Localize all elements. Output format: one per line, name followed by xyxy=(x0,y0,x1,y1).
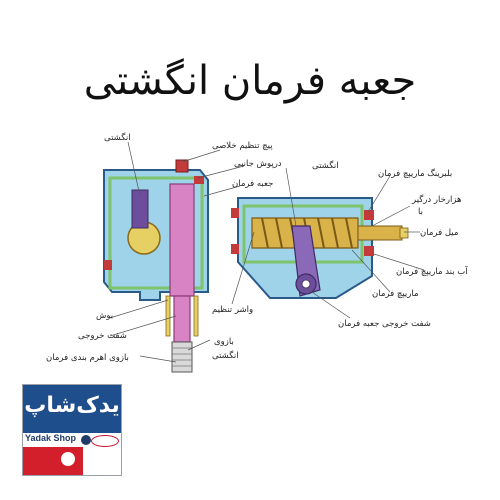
right-section-view xyxy=(231,197,409,299)
label-finger: انگشتی xyxy=(104,132,131,143)
label-spline: هزارخار درگیر xyxy=(411,194,461,205)
hyundai-icon xyxy=(81,435,91,445)
page-title: جعبه فرمان انگشتی xyxy=(83,58,417,104)
label-finger-3: انگشتی xyxy=(212,350,239,361)
kia-icon xyxy=(91,435,119,447)
splined-end xyxy=(171,341,193,373)
label-worm-seal: آب بند ماریپچ فرمان xyxy=(396,265,468,277)
bush xyxy=(165,295,171,337)
label-adjust-washer: واشر تنظیم xyxy=(212,305,253,315)
brand-logo: یدک‌شاپ Yadak Shop xyxy=(22,384,122,476)
pitman-arm xyxy=(291,225,321,297)
logo-dot-icon xyxy=(61,452,75,466)
label-adjust-screw: پیچ تنظیم خلاصی xyxy=(212,141,273,151)
label-output-shaft-box: شفت خروجی جعبه فرمان xyxy=(338,319,431,329)
label-bush: بوش xyxy=(96,311,113,321)
adjusting-screw xyxy=(175,159,189,173)
label-worm: ماریپچ فرمان xyxy=(372,289,419,299)
label-pitman-arm: بازوی اهرم بندی فرمان xyxy=(46,353,129,363)
output-shaft xyxy=(169,183,195,297)
steering-shaft xyxy=(357,225,403,241)
label-output-shaft: شفت خروجی xyxy=(78,331,127,341)
label-spline-2: با xyxy=(418,207,423,217)
label-worm-bearing: بلبرینگ ماریپچ فرمان xyxy=(378,168,452,179)
label-arm: بازوی xyxy=(214,337,234,347)
logo-red-block xyxy=(23,447,83,475)
finger-pin xyxy=(131,189,149,229)
label-steering-shaft: میل فرمان xyxy=(420,228,458,238)
logo-banner: یدک‌شاپ xyxy=(23,385,121,433)
logo-name-fa: یدک‌شاپ xyxy=(24,393,120,418)
label-steering-box: جعبه فرمان xyxy=(232,179,273,189)
label-finger-2: انگشتی xyxy=(312,160,339,171)
left-section-view xyxy=(103,159,209,373)
logo-name-en: Yadak Shop xyxy=(25,433,77,443)
label-side-cover: درپوش جانبی xyxy=(234,159,282,169)
